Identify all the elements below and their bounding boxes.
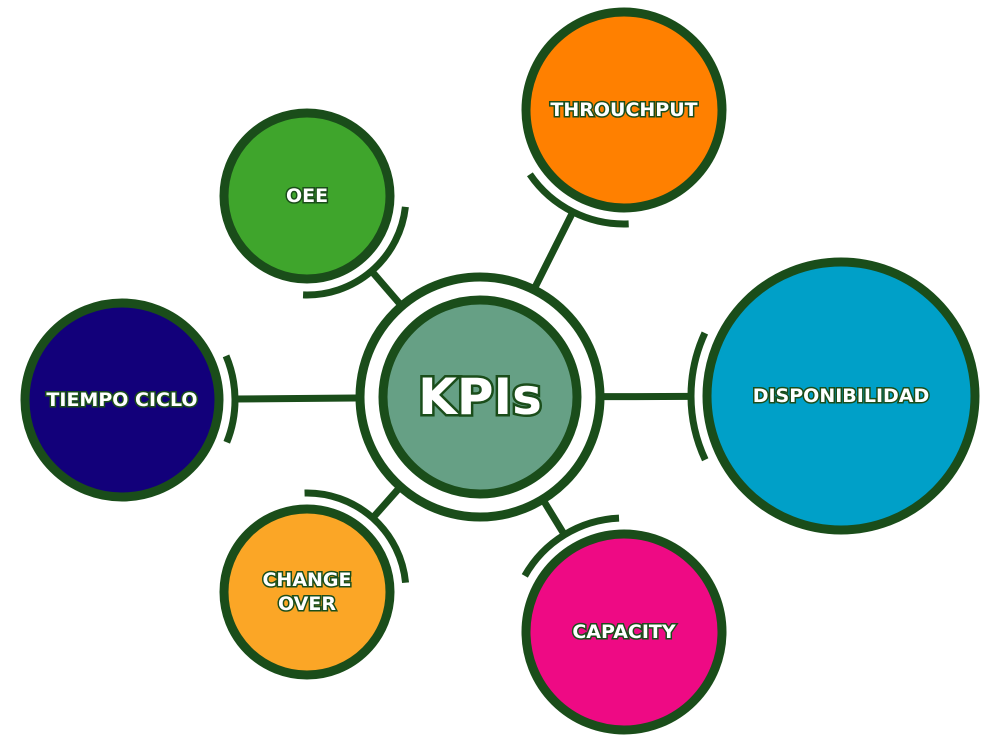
center-circle (378, 295, 582, 499)
connector-throuchput (532, 210, 577, 288)
connector-tick-capacity (521, 514, 620, 578)
connector-tick-disponibilidad (687, 331, 709, 462)
node-tiempo-ciclo (20, 298, 224, 502)
node-label-throuchput: THROUCHPUT (550, 99, 697, 121)
connector-capacity (541, 500, 568, 537)
node-throuchput (521, 7, 727, 213)
connector-change-over (370, 487, 401, 521)
node-label-capacity: CAPACITY (572, 621, 676, 643)
connector-tick-throuchput (526, 172, 629, 228)
node-capacity (521, 529, 727, 735)
node-label-line: TIEMPO CICLO (46, 389, 197, 411)
node-change-over (219, 504, 395, 680)
node-label-line: OVER (278, 593, 336, 615)
connector-tick-tiempo-ciclo (222, 354, 239, 444)
node-label-disponibilidad: DISPONIBILIDAD (753, 385, 930, 407)
center-label: KPIs (418, 368, 542, 426)
node-label-line: CHANGE (262, 569, 351, 591)
node-label-line: THROUCHPUT (550, 99, 697, 121)
connector-tiempo-ciclo (234, 394, 357, 403)
connector-tick-oee (302, 206, 409, 299)
node-disponibilidad (702, 257, 980, 535)
connector-oee (368, 268, 402, 306)
node-label-line: DISPONIBILIDAD (753, 385, 930, 407)
center-hub: KPIs (355, 272, 605, 522)
node-label-line: CAPACITY (572, 621, 676, 643)
connectors (222, 172, 709, 583)
node-label-oee: OEE (286, 185, 328, 207)
connector-tick-change-over (304, 489, 410, 583)
node-label-tiempo-ciclo: TIEMPO CICLO (46, 389, 197, 411)
node-label-line: OEE (286, 185, 328, 207)
node-oee (219, 108, 395, 284)
nodes: OEE THROUCHPUT DISPONIBILIDAD CAPACITY CHANG… (20, 7, 980, 735)
